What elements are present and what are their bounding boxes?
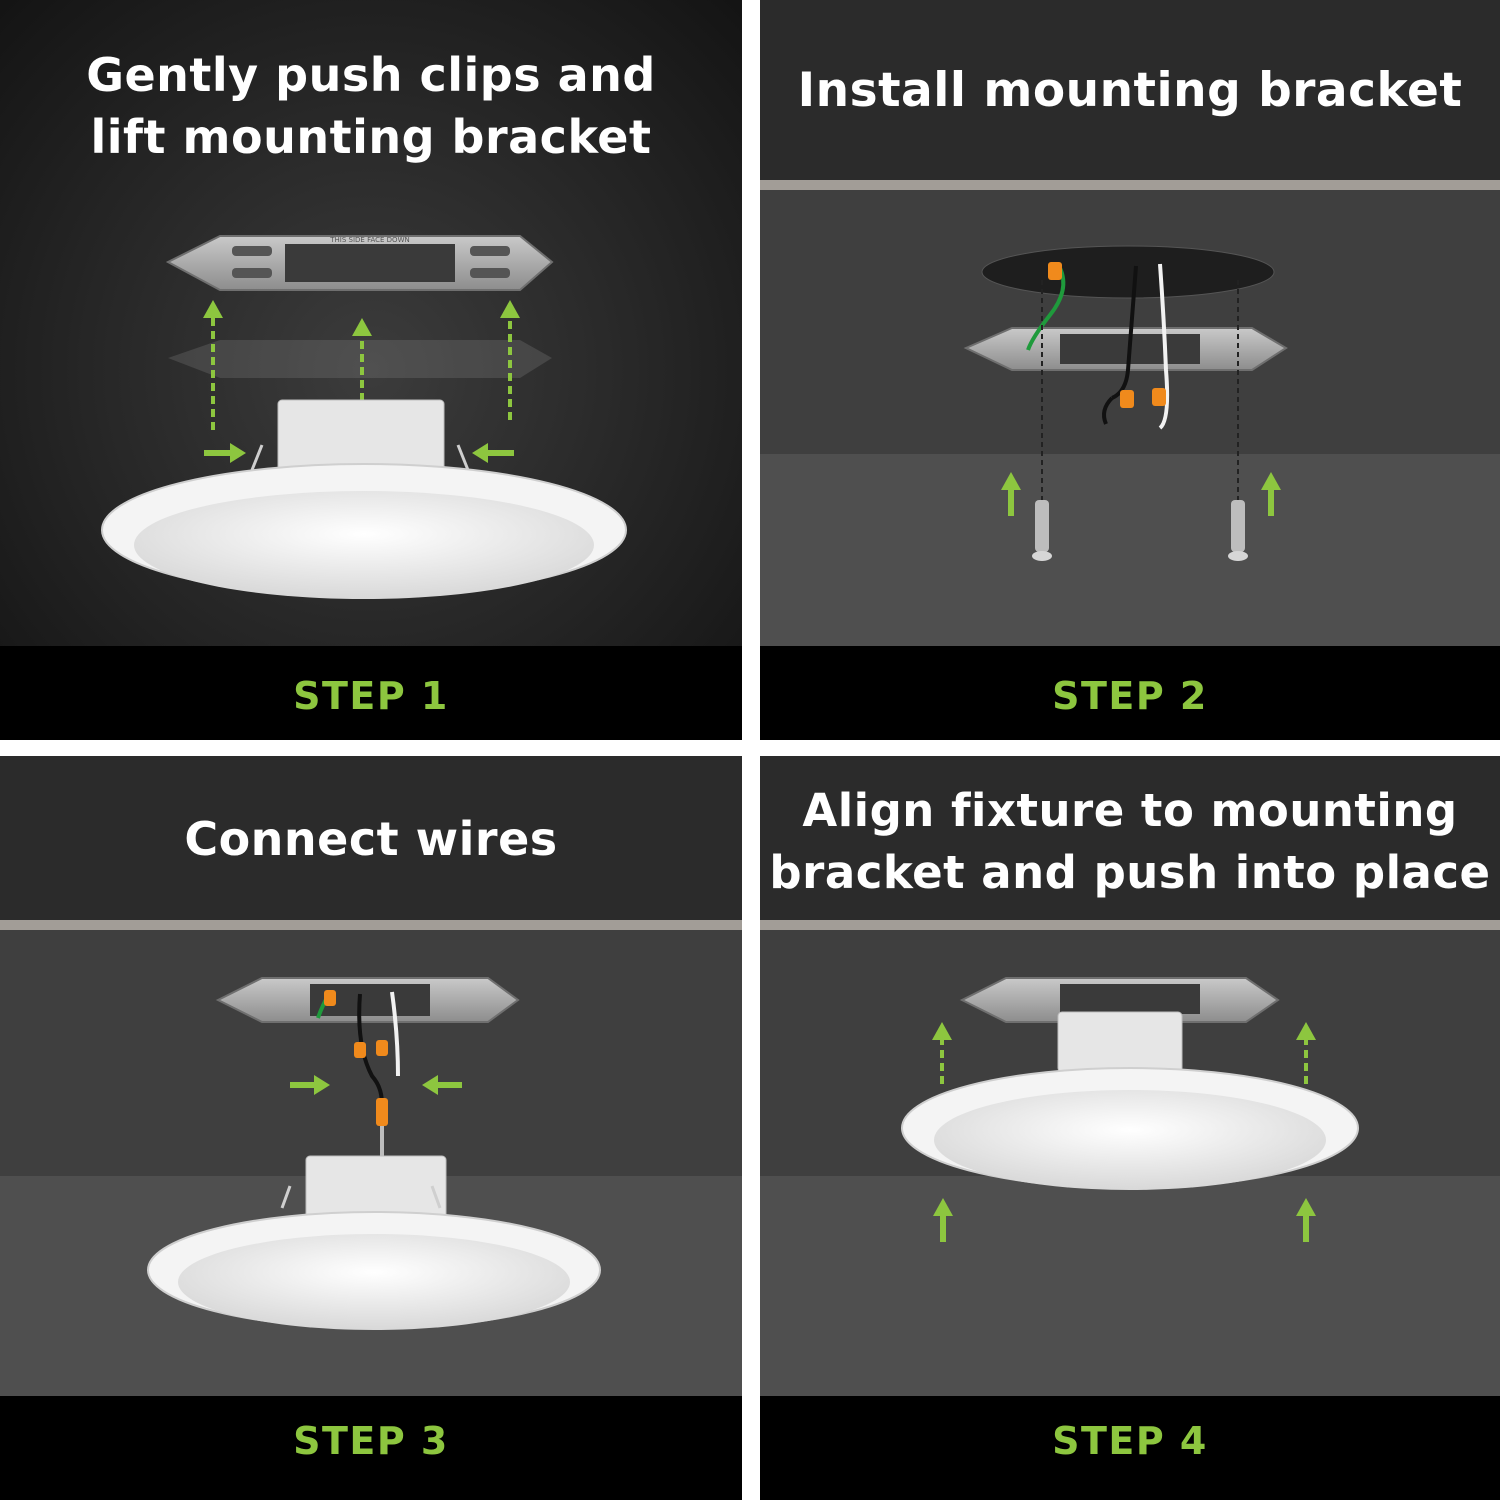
step-3-title-line-1: Connect wires bbox=[184, 812, 558, 866]
white-wire bbox=[1158, 263, 1170, 430]
arrow-up-icon bbox=[1261, 472, 1281, 516]
led-fixture bbox=[147, 1155, 601, 1330]
step-4-footer: STEP 4 bbox=[760, 1396, 1500, 1500]
step-2-title: Install mounting bracket bbox=[760, 60, 1500, 122]
wire-nut-icon bbox=[354, 1042, 366, 1058]
step-4-title-line-2: bracket and push into place bbox=[769, 846, 1491, 899]
step-1-label: STEP 1 bbox=[293, 674, 449, 718]
step-4-title: Align fixture to mounting bracket and pu… bbox=[760, 780, 1500, 904]
step-3-label: STEP 3 bbox=[293, 1419, 449, 1463]
quick-connector bbox=[376, 1098, 388, 1126]
step-1-illustration: THIS SIDE FACE DOWN bbox=[0, 0, 742, 740]
step-2-label: STEP 2 bbox=[1052, 674, 1208, 718]
white-wire bbox=[390, 991, 400, 1077]
mounting-bracket bbox=[959, 977, 1280, 1023]
wire-nut-icon bbox=[1152, 388, 1166, 406]
arrow-up-icon bbox=[933, 1198, 953, 1242]
arrow-up-icon bbox=[1296, 1022, 1316, 1084]
arrow-left-icon bbox=[472, 443, 514, 463]
led-fixture bbox=[901, 1011, 1359, 1190]
mounting-bracket bbox=[215, 977, 520, 1023]
ground-wire bbox=[1026, 267, 1066, 351]
arrow-up-icon bbox=[932, 1022, 952, 1084]
step-2-panel: Install mounting bracket STEP 2 bbox=[760, 0, 1500, 740]
wire-nut-icon bbox=[1048, 262, 1062, 280]
step-4-illustration bbox=[760, 756, 1500, 1396]
step-1-title: Gently push clips and lift mounting brac… bbox=[0, 44, 742, 168]
step-4-panel: Align fixture to mounting bracket and pu… bbox=[760, 756, 1500, 1500]
step-4-title-line-1: Align fixture to mounting bbox=[802, 784, 1458, 837]
junction-box bbox=[981, 245, 1275, 299]
arrow-left-icon bbox=[422, 1075, 462, 1095]
arrow-up-icon bbox=[500, 300, 520, 420]
arrow-up-icon bbox=[1296, 1198, 1316, 1242]
step-3-panel: Connect wires STEP 3 bbox=[0, 756, 742, 1500]
arrow-right-icon bbox=[204, 443, 246, 463]
step-1-title-line-1: Gently push clips and bbox=[86, 48, 656, 102]
step-3-footer: STEP 3 bbox=[0, 1396, 742, 1500]
step-2-footer: STEP 2 bbox=[760, 646, 1500, 740]
wire-nut-icon bbox=[376, 1040, 388, 1056]
wire-nut-icon bbox=[1120, 390, 1134, 408]
step-4-label: STEP 4 bbox=[1052, 1419, 1208, 1463]
step-1-footer: STEP 1 bbox=[0, 646, 742, 740]
step-3-title: Connect wires bbox=[0, 808, 742, 870]
led-fixture bbox=[101, 399, 627, 599]
screw-icon bbox=[1228, 500, 1248, 561]
step-3-illustration bbox=[0, 756, 742, 1396]
bracket-stamp-text: THIS SIDE FACE DOWN bbox=[329, 236, 409, 244]
step-2-title-line-1: Install mounting bracket bbox=[797, 63, 1463, 118]
wire-nut-icon bbox=[324, 990, 336, 1006]
arrow-up-icon bbox=[203, 300, 223, 430]
step-1-panel: THIS SIDE FACE DOWN bbox=[0, 0, 742, 740]
arrow-up-icon bbox=[1001, 472, 1021, 516]
step-1-title-line-2: lift mounting bracket bbox=[90, 110, 652, 164]
screw-icon bbox=[1032, 500, 1052, 561]
step-2-illustration bbox=[760, 0, 1500, 646]
arrow-right-icon bbox=[290, 1075, 330, 1095]
mounting-bracket: THIS SIDE FACE DOWN bbox=[165, 235, 554, 291]
